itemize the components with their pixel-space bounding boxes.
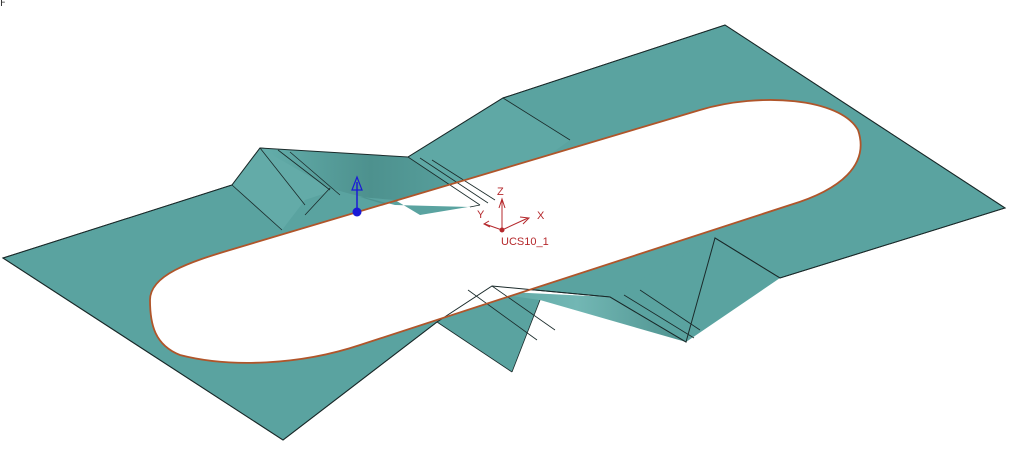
trim-curve[interactable] (149, 99, 862, 364)
ucs-x-label: X (537, 210, 545, 222)
ucs-y-label: Y (477, 209, 485, 221)
ucs-triad[interactable] (482, 197, 531, 233)
viewport-corner-mark: F (0, 0, 6, 9)
ucs-z-label: Z (497, 186, 504, 198)
lower-bump-right-face (610, 238, 780, 342)
ucs-name-label: UCS10_1 (501, 236, 549, 248)
fold-lines (231, 97, 781, 373)
cutout-hole (150, 99, 861, 363)
pivot-manipulator[interactable] (351, 175, 363, 217)
upper-bump-right-face (408, 98, 570, 205)
lower-bump-top-face (468, 290, 686, 342)
upper-bump-inner-wall (282, 190, 480, 230)
